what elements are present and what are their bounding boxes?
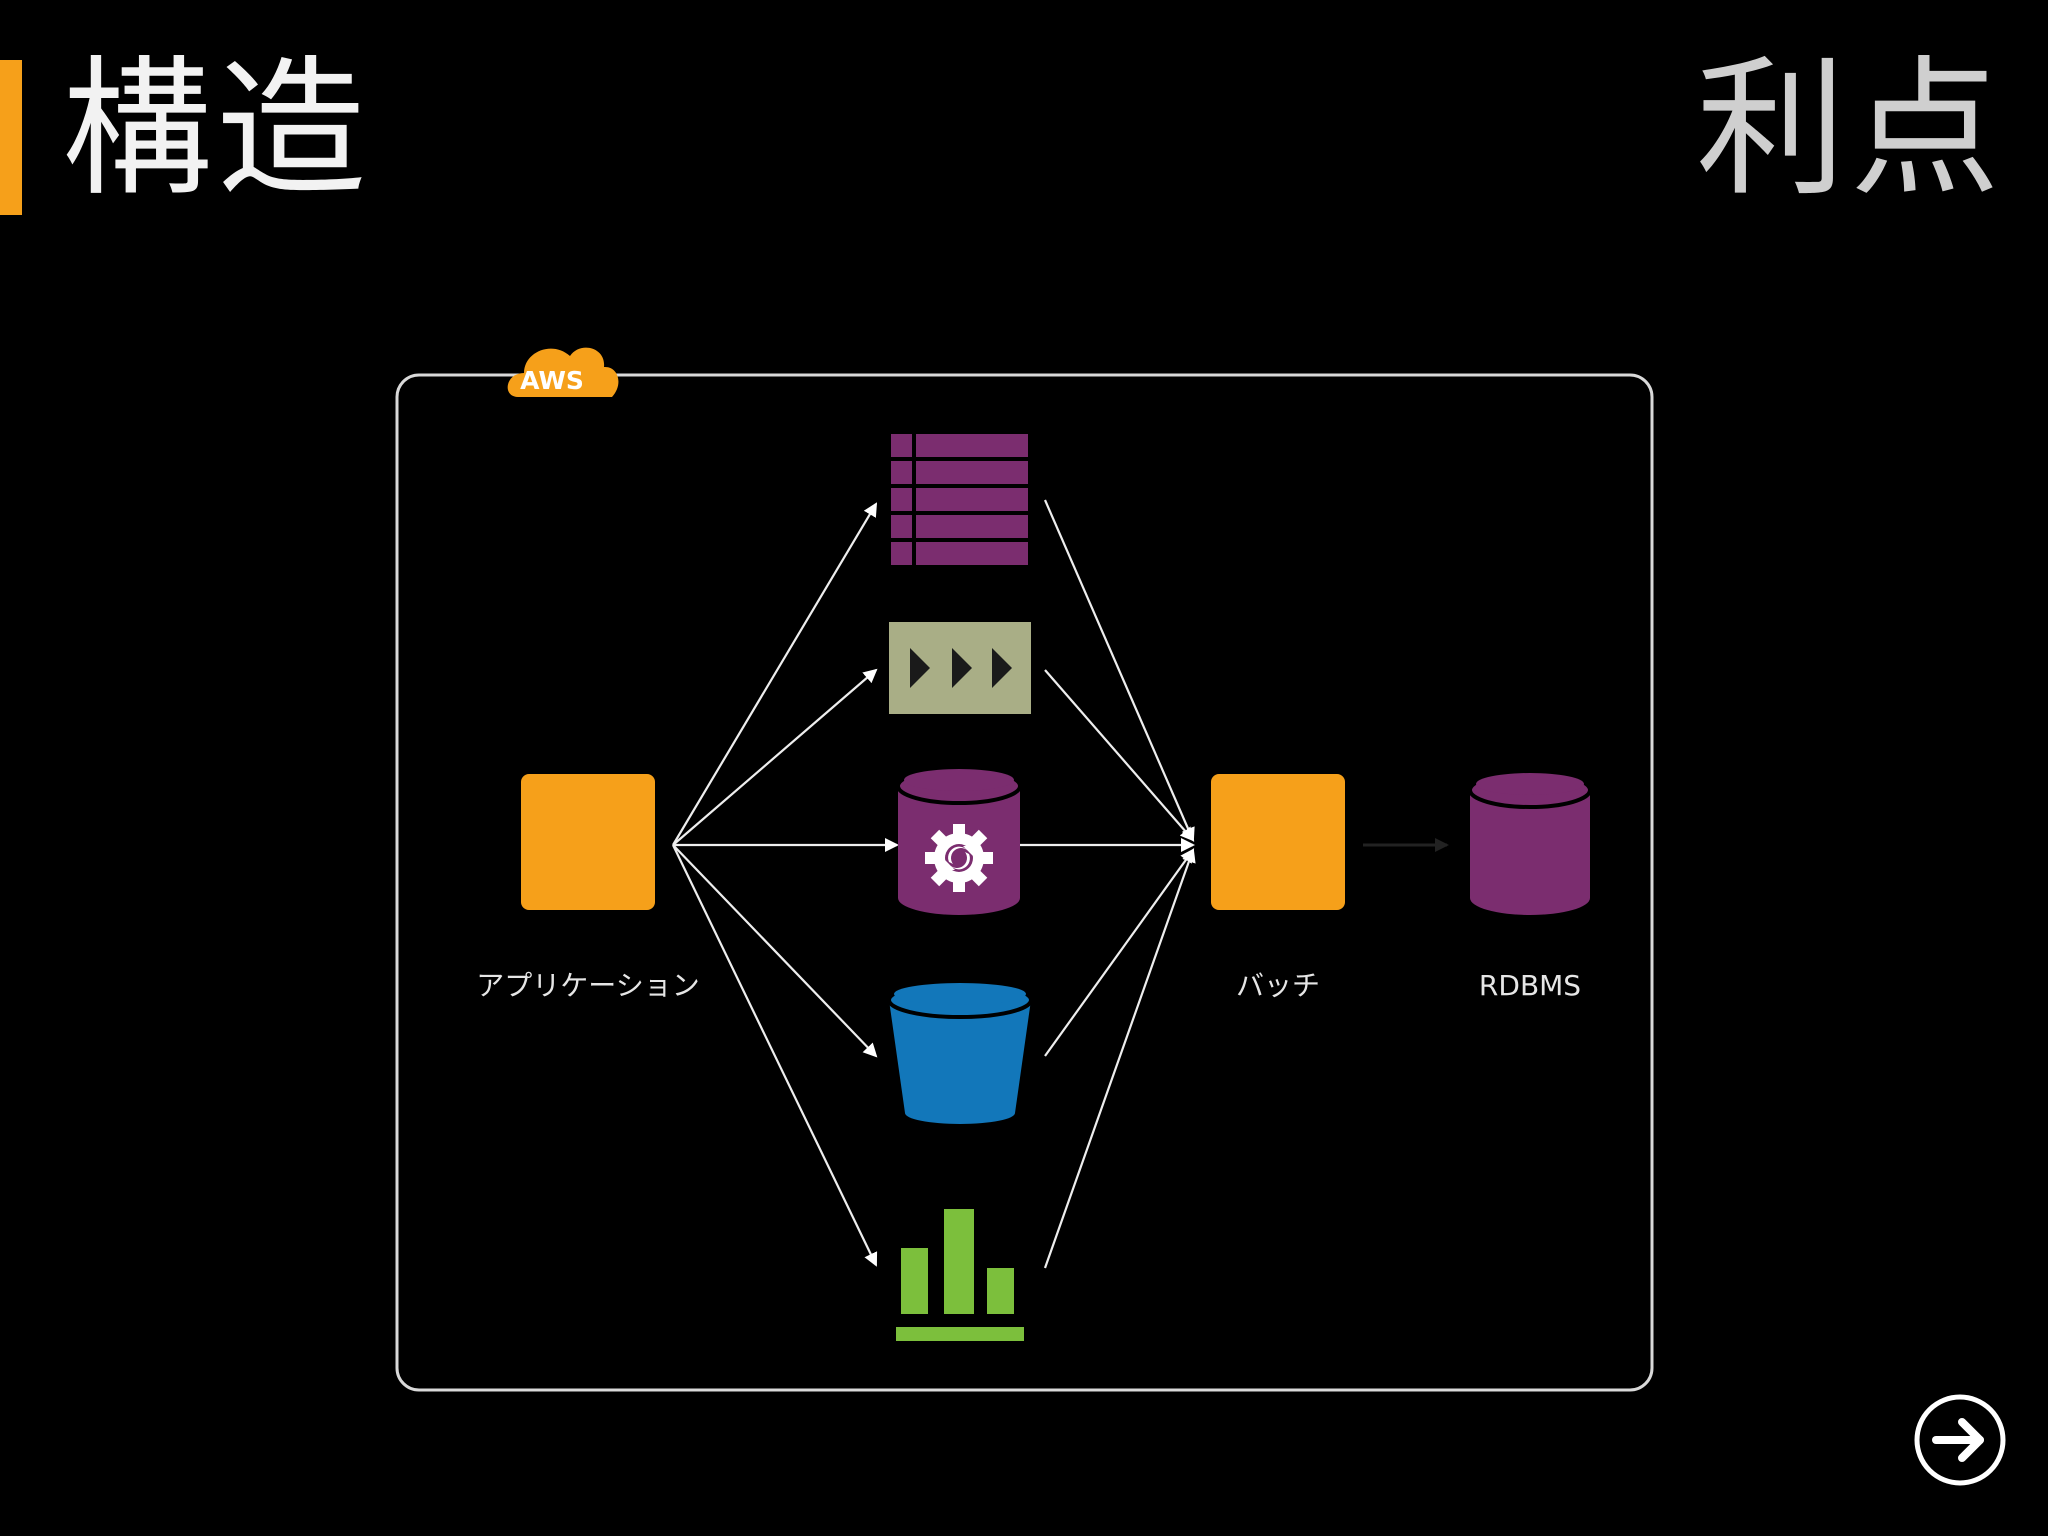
table-icon <box>891 434 1028 565</box>
slide-subtitle: 利点 <box>1695 43 2004 217</box>
bar-metrics-icon <box>896 1209 1024 1341</box>
aws-frame <box>395 373 1654 1392</box>
aws-cloud-icon: AWS <box>507 347 619 397</box>
next-slide-button[interactable] <box>1912 1392 2008 1488</box>
arrow-right-circle-icon[interactable] <box>1914 1394 2006 1486</box>
bucket-icon <box>887 981 1033 1124</box>
batch-node <box>1211 774 1345 910</box>
stream-icon <box>889 622 1031 714</box>
batch-label: バッチ <box>1236 969 1320 1002</box>
application-label: アプリケーション <box>476 969 699 1002</box>
rdbms-label: RDBMS <box>1479 969 1581 1002</box>
database-gear-icon <box>896 767 1022 915</box>
connector-lines <box>672 499 1196 1269</box>
application-node <box>521 774 655 910</box>
slide-title: 構造 <box>62 43 371 217</box>
rdbms-database-icon <box>1468 771 1592 915</box>
accent-bar <box>0 60 22 215</box>
gear-icon <box>925 824 993 892</box>
aws-label: AWS <box>520 366 584 395</box>
